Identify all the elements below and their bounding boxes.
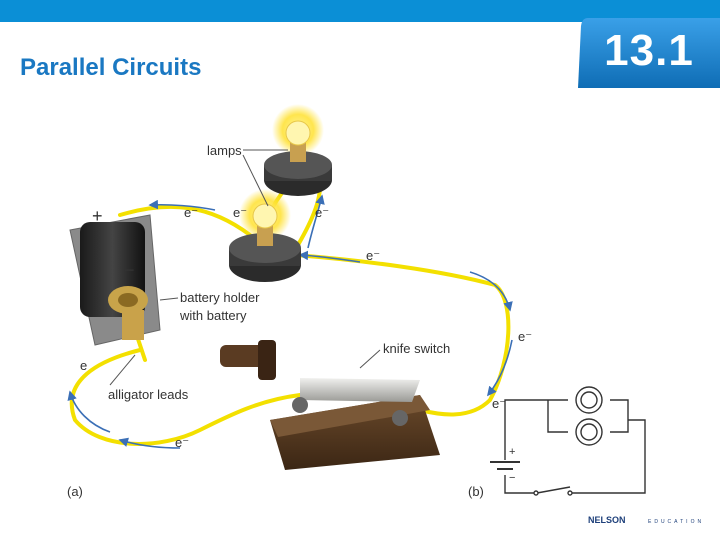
electron-label: e⁻	[233, 205, 247, 220]
part-a-label: (a)	[67, 484, 83, 499]
electron-label: e	[80, 358, 87, 373]
knife-switch-label: knife switch	[383, 341, 450, 356]
part-b-label: (b)	[468, 484, 484, 499]
schematic-minus-label: −	[509, 472, 515, 484]
battery-minus-label: −	[124, 260, 135, 280]
alligator-leads-label: alligator leads	[108, 387, 189, 402]
electron-label: e⁻	[518, 329, 532, 344]
battery-plus-label: +	[92, 206, 103, 226]
electron-label: e⁻	[315, 205, 329, 220]
electron-label: e⁻	[184, 205, 198, 220]
electron-label: e⁻	[366, 248, 380, 263]
publisher-logo: NELSON	[588, 515, 626, 525]
schematic-plus-label: +	[509, 446, 515, 458]
electron-label: e⁻	[492, 396, 506, 411]
battery-holder-label-line2: with battery	[179, 308, 247, 323]
electron-label: e⁻	[175, 435, 189, 450]
battery-holder	[70, 215, 160, 345]
lamps-label: lamps	[207, 143, 242, 158]
battery-holder-label-line1: battery holder	[180, 290, 260, 305]
publisher-logo-sub: EDUCATION	[648, 519, 704, 525]
lamp-bottom	[229, 189, 301, 282]
